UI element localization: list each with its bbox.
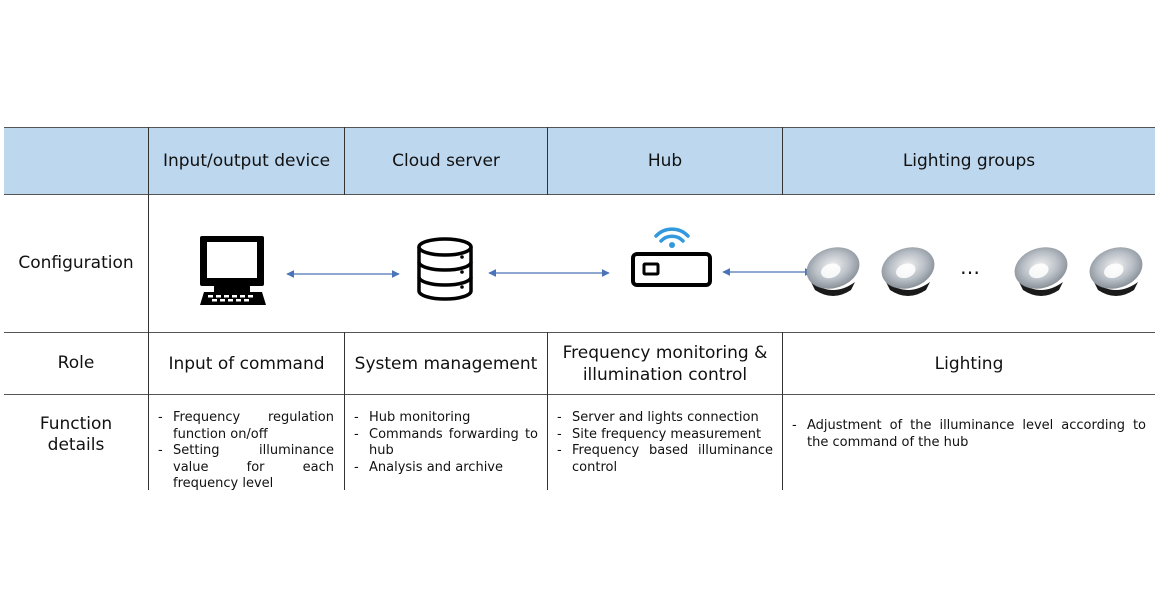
role-bottom-border — [4, 394, 1155, 395]
column-divider-1 — [148, 127, 149, 490]
highbay-lamp-icon — [1014, 247, 1068, 296]
function-list-hub: Server and lights connection Site freque… — [555, 410, 773, 476]
row-label-role: Role — [57, 353, 95, 373]
highbay-lamp-icon — [1089, 247, 1143, 296]
row-label-configuration: Configuration — [18, 253, 134, 273]
column-divider-3-bottom — [547, 332, 548, 490]
column-divider-2-bottom — [344, 332, 345, 490]
wifi-hub-icon — [631, 227, 712, 287]
computer-icon — [200, 236, 266, 305]
header-bottom-border — [4, 194, 1155, 195]
column-divider-4-top — [782, 127, 783, 195]
role-input-output: Input of command — [168, 353, 325, 374]
role-cloud-server: System management — [354, 353, 538, 374]
function-item: Adjustment of the illuminance level acco… — [790, 418, 1146, 451]
database-icon — [417, 237, 473, 301]
column-divider-2-top — [344, 127, 345, 195]
function-item: Site frequency measurement — [555, 427, 773, 444]
role-hub: Frequency monitoring & illumination cont… — [562, 342, 768, 385]
function-list-cloud-server: Hub monitoring Commands forwarding to hu… — [352, 410, 538, 476]
highbay-lamp-icon — [881, 247, 935, 296]
function-list-input-output: Frequency regulation function on/off Set… — [156, 410, 334, 493]
config-bottom-border — [4, 332, 1155, 333]
function-item: Server and lights connection — [555, 410, 773, 427]
system-table: Input/output device Cloud server Hub Lig… — [4, 127, 1155, 493]
column-divider-3-top — [547, 127, 548, 195]
lights-ellipsis: … — [960, 255, 981, 279]
column-divider-4-bottom — [782, 332, 783, 490]
header-input-output-device: Input/output device — [162, 151, 331, 171]
header-cloud-server: Cloud server — [392, 151, 500, 171]
highbay-lamp-icon — [806, 247, 860, 296]
function-item: Commands forwarding to hub — [352, 427, 538, 460]
function-item: Frequency based illuminance control — [555, 443, 773, 476]
header-row — [4, 127, 1155, 194]
function-item: Setting illuminance value for each frequ… — [156, 443, 334, 493]
row-label-function-details: Function details — [39, 414, 113, 455]
function-item: Frequency regulation function on/off — [156, 410, 334, 443]
function-item: Analysis and archive — [352, 460, 538, 477]
function-item: Hub monitoring — [352, 410, 538, 427]
header-hub: Hub — [647, 151, 683, 171]
header-lighting-groups: Lighting groups — [902, 151, 1036, 171]
table-top-border — [4, 127, 1155, 128]
function-list-lighting: Adjustment of the illuminance level acco… — [790, 418, 1146, 451]
role-lighting: Lighting — [934, 353, 1004, 374]
